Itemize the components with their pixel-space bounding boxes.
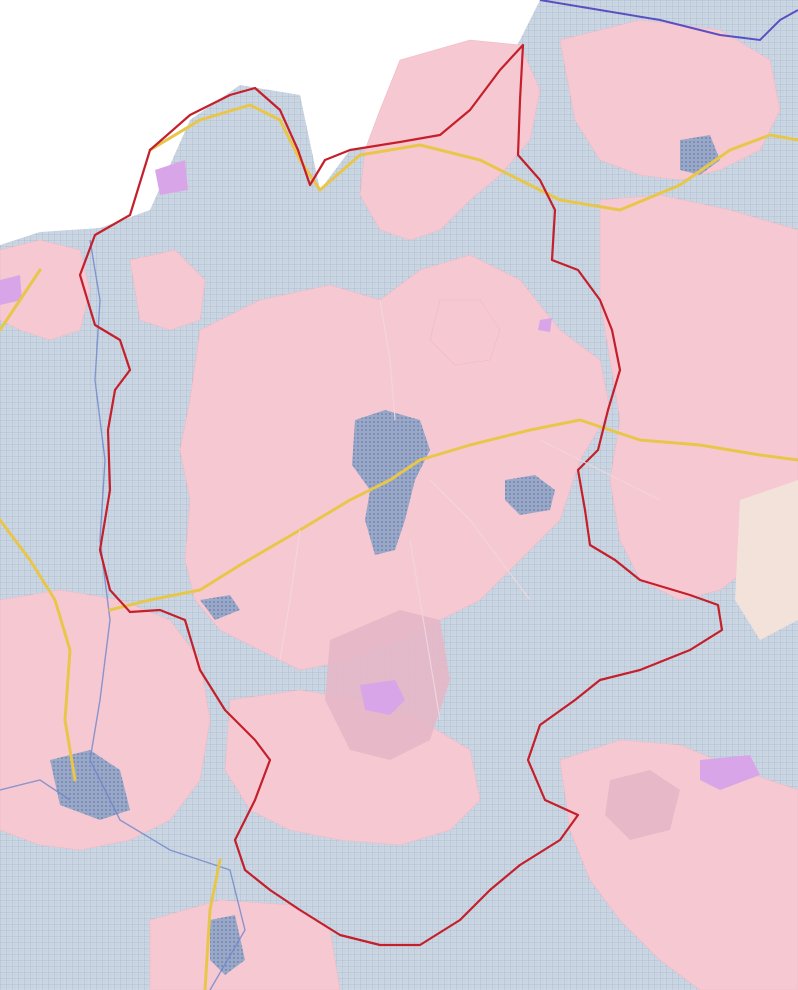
rivers <box>0 239 246 990</box>
field-area <box>735 480 798 640</box>
industrial-zones <box>0 160 760 790</box>
built-up-areas <box>50 135 720 975</box>
minor-roads <box>279 299 661 721</box>
main-roads <box>0 103 798 990</box>
municipal-boundary <box>78 43 724 947</box>
state-border <box>539 0 798 42</box>
